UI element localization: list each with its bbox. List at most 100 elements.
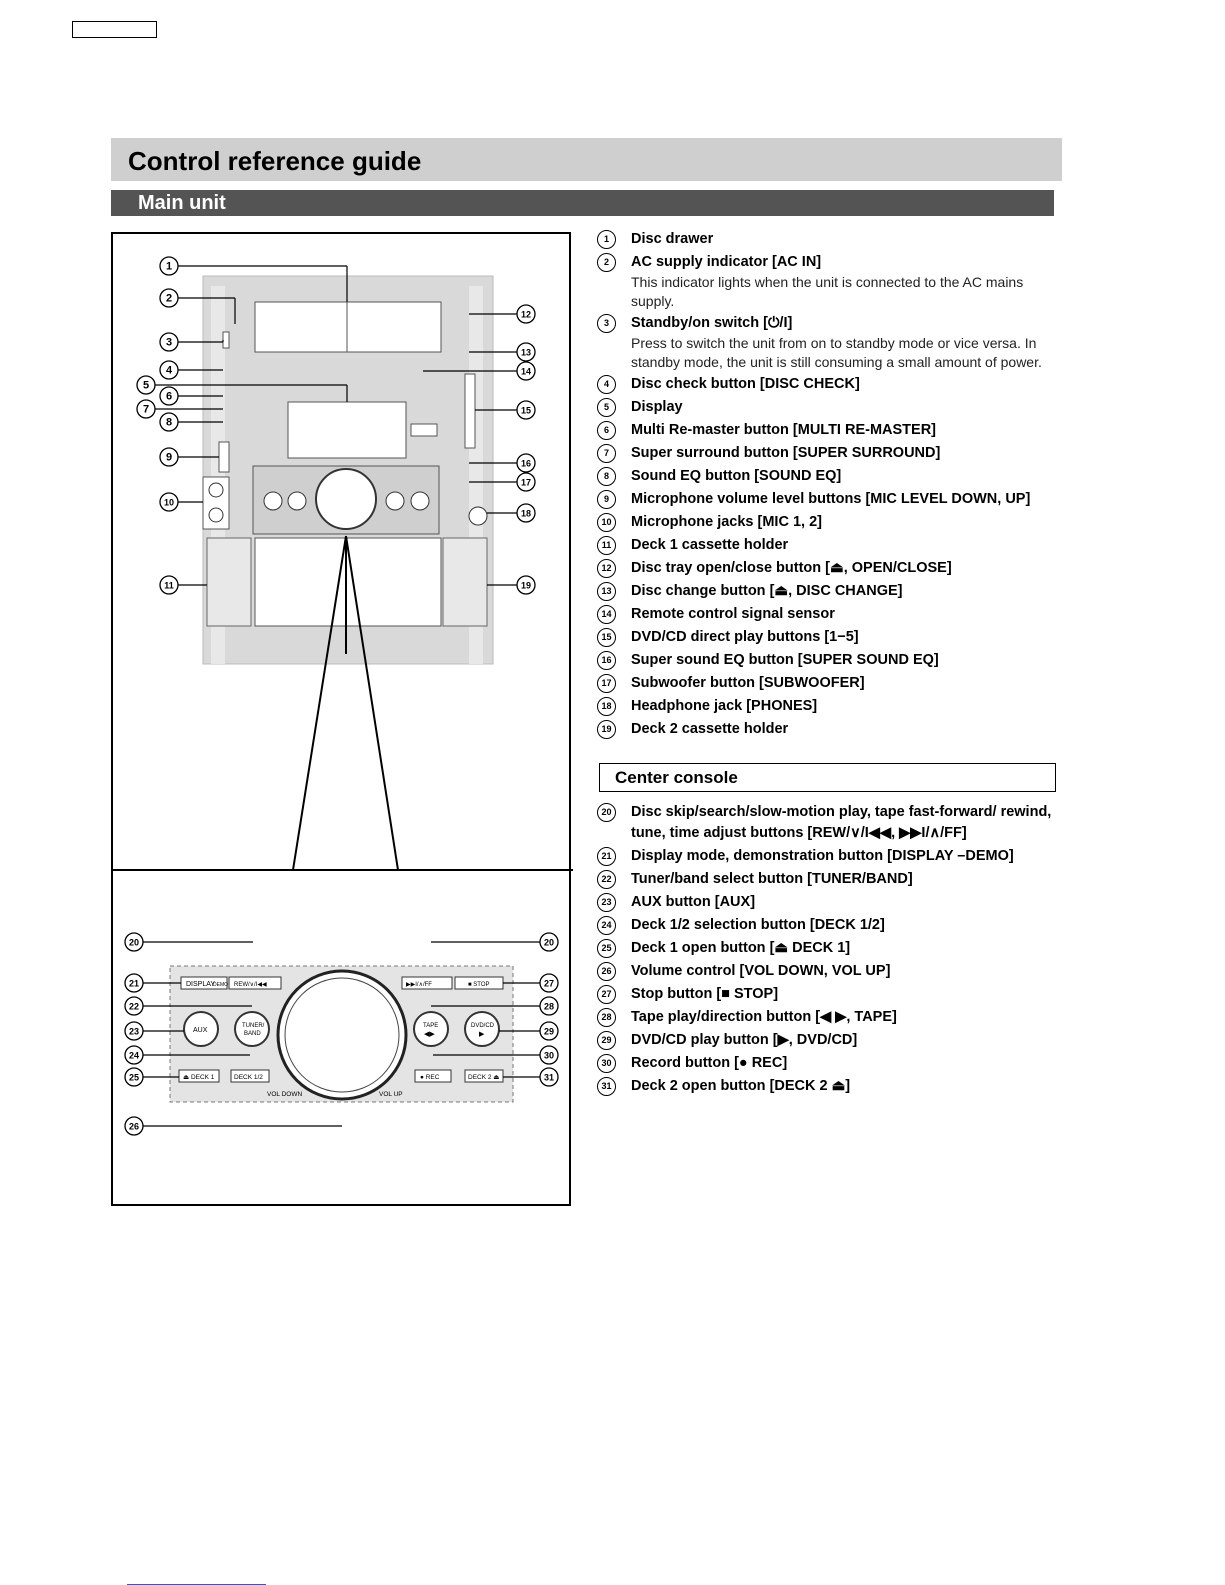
callout-marker <box>136 375 156 395</box>
callout-marker <box>516 453 536 473</box>
item-title: Multi Re-master button [MULTI RE-MASTER] <box>631 422 937 438</box>
item-title: Disc drawer <box>631 231 714 247</box>
volume-knob <box>315 468 377 530</box>
item-number-badge: 15 <box>597 628 616 647</box>
callout-marker <box>159 288 179 308</box>
item-body: Record button [● REC] <box>631 1053 787 1074</box>
item-number-badge: 24 <box>597 916 616 935</box>
item-number-badge: 25 <box>597 939 616 958</box>
callout-number: 5 <box>143 380 149 392</box>
callout-number: 29 <box>544 1027 554 1037</box>
callout-number: 14 <box>521 367 531 377</box>
callout-number: 9 <box>166 452 172 464</box>
item-number-badge: 8 <box>597 467 616 486</box>
callout-marker <box>539 1067 559 1087</box>
rec-label: ● REC <box>420 1074 440 1081</box>
mic-jack-2 <box>208 507 224 523</box>
item-body: Subwoofer button [SUBWOOFER] <box>631 673 865 694</box>
item-number-badge: 20 <box>597 803 616 822</box>
item-title: Disc check button [DISC CHECK] <box>631 376 860 392</box>
list-item: 10 Microphone jacks [MIC 1, 2] <box>597 512 1062 533</box>
item-number-badge: 10 <box>597 513 616 532</box>
mic-level-buttons <box>218 441 230 473</box>
rew-button <box>228 976 282 990</box>
aux-button <box>183 1011 219 1047</box>
rew-label: REW/∨/I◀◀ <box>234 982 267 988</box>
callout-marker <box>516 503 536 523</box>
item-title: Deck 2 open button [DECK 2 ⏏] <box>631 1078 851 1094</box>
list-item: 14 Remote control signal sensor <box>597 604 1062 625</box>
item-description: Press to switch the unit from on to stan… <box>631 335 1042 370</box>
callout-marker <box>159 492 179 512</box>
dvd-cd-button <box>464 1011 500 1047</box>
zoom-line-right <box>345 535 399 871</box>
item-body: Disc change button [⏏, DISC CHANGE] <box>631 581 903 602</box>
console-btn <box>287 491 307 511</box>
callout-marker <box>516 472 536 492</box>
item-number-badge: 3 <box>597 314 616 333</box>
item-number-badge: 27 <box>597 985 616 1004</box>
tape-label: TAPE <box>423 1023 438 1029</box>
item-body: Multi Re-master button [MULTI RE-MASTER] <box>631 420 936 441</box>
callout-number: 15 <box>521 406 531 416</box>
callout-marker <box>159 386 179 406</box>
callout-number: 13 <box>521 348 531 358</box>
callout-number: 20 <box>129 938 139 948</box>
list-item: 26 Volume control [VOL DOWN, VOL UP] <box>597 961 1062 982</box>
callout-marker <box>159 332 179 352</box>
item-title: Display mode, demonstration button [DISP… <box>631 848 1014 864</box>
display-label: DISPLAY <box>186 981 215 988</box>
callout-marker <box>539 973 559 993</box>
item-title: Disc tray open/close button [⏏, OPEN/CLO… <box>631 560 952 576</box>
item-body: Headphone jack [PHONES] <box>631 696 817 717</box>
tape-symbol: ◀▶ <box>424 1031 435 1038</box>
item-number-badge: 22 <box>597 870 616 889</box>
item-title: Super sound EQ button [SUPER SOUND EQ] <box>631 652 939 668</box>
callout-marker <box>516 304 536 324</box>
vol-up-label: VOL UP <box>379 1091 403 1098</box>
callout-number: 6 <box>166 391 172 403</box>
callout-marker <box>124 1045 144 1065</box>
item-title: Record button [● REC] <box>631 1055 788 1071</box>
callout-number: 21 <box>129 979 139 989</box>
callout-number: 30 <box>544 1051 554 1061</box>
dvd-label: DVD/CD <box>471 1023 495 1029</box>
item-body: Sound EQ button [SOUND EQ] <box>631 466 841 487</box>
callout-marker <box>159 360 179 380</box>
callout-number: 23 <box>129 1027 139 1037</box>
tape-button <box>413 1011 449 1047</box>
deck1-open-button <box>178 1069 220 1083</box>
item-title: Remote control signal sensor <box>631 606 835 622</box>
callout-number: 17 <box>521 478 531 488</box>
tuner-label: TUNER/ <box>242 1023 265 1029</box>
aux-label: AUX <box>193 1027 208 1034</box>
callout-number: 27 <box>544 979 554 989</box>
item-body: Display <box>631 397 683 418</box>
item-number-badge: 14 <box>597 605 616 624</box>
callout-number: 22 <box>129 1002 139 1012</box>
item-body: Microphone jacks [MIC 1, 2] <box>631 512 822 533</box>
item-number-badge: 26 <box>597 962 616 981</box>
item-body: Standby/on switch [⏻/I]Press to switch t… <box>631 313 1062 372</box>
callout-marker <box>516 575 536 595</box>
callout-number: 20 <box>544 938 554 948</box>
item-title: Subwoofer button [SUBWOOFER] <box>631 675 865 691</box>
item-title: Disc skip/search/slow-motion play, tape … <box>631 804 1052 841</box>
callout-number: 2 <box>166 293 172 305</box>
center-console-heading: Center console <box>599 763 1056 792</box>
item-body: Deck 1 cassette holder <box>631 535 788 556</box>
item-title: Super surround button [SUPER SURROUND] <box>631 445 941 461</box>
callout-number: 10 <box>164 498 174 508</box>
item-title: Deck 1/2 selection button [DECK 1/2] <box>631 917 885 933</box>
item-body: Volume control [VOL DOWN, VOL UP] <box>631 961 890 982</box>
